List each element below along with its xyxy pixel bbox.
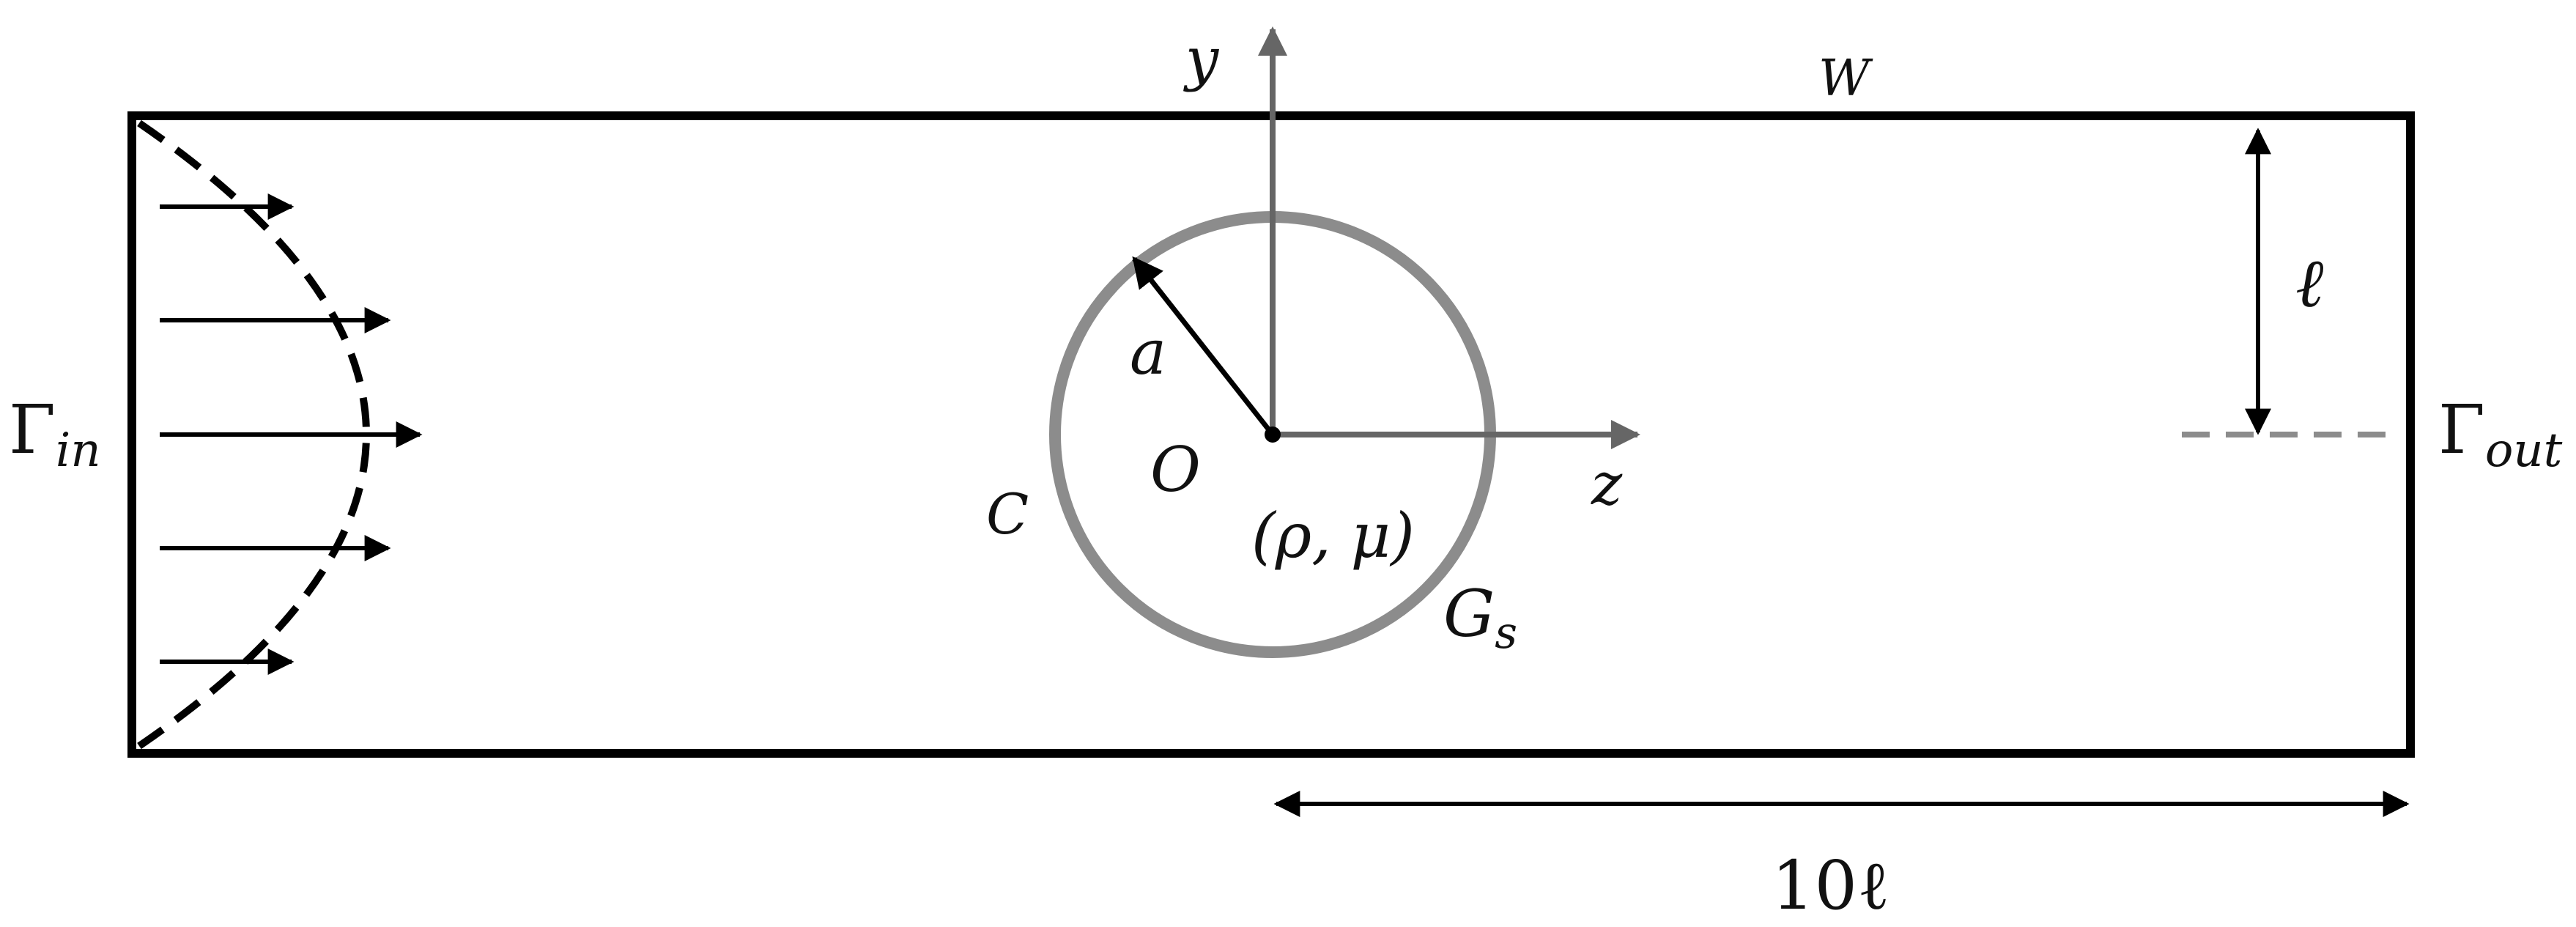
- domain-length-label: 10ℓ: [1772, 846, 1890, 925]
- outlet-boundary-subscript: out: [2485, 424, 2563, 478]
- inlet-velocity-arrows: [160, 193, 423, 675]
- outlet-boundary-base: Γ: [2438, 391, 2485, 469]
- radius-arrow: [1132, 256, 1275, 437]
- radius-label: a: [1130, 317, 1166, 388]
- inlet-boundary-subscript: in: [56, 424, 101, 478]
- z-axis-label: z: [1591, 450, 1623, 518]
- origin-point: [1265, 426, 1281, 443]
- origin-label: O: [1150, 434, 1201, 506]
- length-scale-label: ℓ: [2295, 244, 2323, 322]
- inlet-velocity-profile: [137, 119, 370, 750]
- outlet-boundary-label: Γout: [2438, 391, 2563, 478]
- wall-label: W: [1818, 50, 1873, 108]
- contour-label: C: [986, 481, 1029, 547]
- solid-domain-base: G: [1443, 576, 1495, 651]
- solid-domain-subscript: s: [1495, 607, 1517, 659]
- solid-domain-label: Gs: [1443, 576, 1517, 659]
- y-axis-label: y: [1183, 25, 1220, 93]
- material-properties-label: (ρ, μ): [1251, 500, 1415, 572]
- inlet-boundary-label: Γin: [9, 391, 101, 478]
- inlet-boundary-base: Γ: [9, 391, 56, 469]
